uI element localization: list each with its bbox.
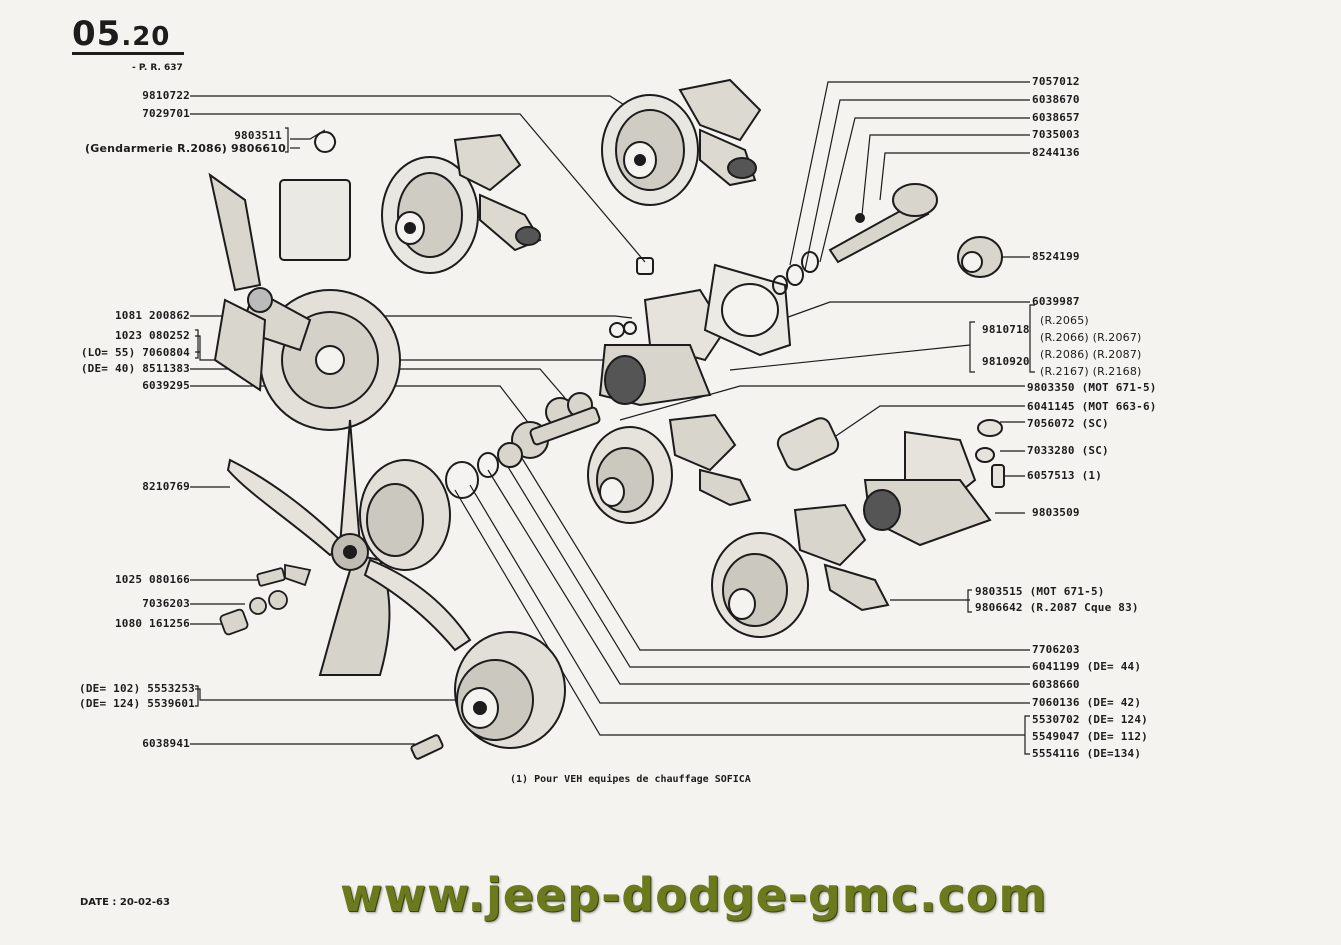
callout-5554116: 5554116 (DE=134)	[1032, 747, 1142, 760]
section-code: 05.20	[72, 14, 170, 54]
leader-line	[195, 329, 199, 359]
section-code-major: 05	[72, 14, 122, 54]
callout-7033280: 7033280 (SC)	[1027, 444, 1109, 457]
document-date: DATE : 20-02-63	[80, 897, 170, 908]
callout-5549047: 5549047 (DE= 112)	[1032, 730, 1148, 743]
callout-7060804: (LO= 55) 7060804	[80, 346, 190, 359]
callout-r2086-r2087: (R.2086) (R.2087)	[1040, 348, 1142, 361]
leader-line	[1024, 715, 1030, 755]
callout-5530702: 5530702 (DE= 124)	[1032, 713, 1148, 726]
leader-line	[861, 134, 1030, 216]
callout-5539601: (DE= 124) 5539601	[79, 697, 195, 710]
leader-line	[969, 321, 975, 373]
callout-9810722: 9810722	[142, 89, 190, 102]
fan-pulley	[359, 459, 451, 571]
fan-and-engine-block	[208, 172, 401, 431]
leader-line	[519, 454, 1030, 651]
callout-9810718: 9810718	[982, 323, 1030, 336]
callout-9803511: 9803511	[234, 129, 282, 142]
leader-line	[1029, 304, 1035, 373]
water-pump-assembly-top	[601, 78, 762, 206]
section-code-minor: .20	[121, 22, 171, 52]
callout-6038660: 6038660	[1032, 678, 1080, 691]
callout-9810920: 9810920	[982, 355, 1030, 368]
shaft-bearing-group	[445, 392, 601, 499]
fan-blade-assembly	[226, 419, 472, 676]
leader-line	[619, 385, 1025, 421]
leader-line	[819, 117, 1030, 263]
leader-line	[487, 469, 1030, 685]
callout-r2065: (R.2065)	[1040, 314, 1089, 327]
section-code-rule	[72, 52, 184, 55]
callout-6038670: 6038670	[1032, 93, 1080, 106]
website-watermark: www.jeep-dodge-gmc.com	[340, 868, 1048, 922]
small-hardware	[219, 563, 312, 636]
callout-7060136: 7060136 (DE= 42)	[1032, 696, 1142, 709]
callout-8210769: 8210769	[142, 480, 190, 493]
leader-line	[504, 461, 1030, 668]
callout-9806610: (Gendarmerie R.2086) 9806610	[85, 142, 286, 155]
pump-housing-right	[863, 419, 1005, 547]
callout-8511383: (DE= 40) 8511383	[80, 362, 190, 375]
leader-line	[804, 99, 1030, 271]
callout-8244136: 8244136	[1032, 146, 1080, 159]
water-pump-assembly-upper-left	[381, 133, 542, 274]
leader-line	[879, 152, 1030, 201]
callout-1081-200862: 1081 200862	[114, 309, 190, 322]
leader-line	[779, 301, 1030, 321]
callout-7035003: 7035003	[1032, 128, 1080, 141]
leader-line	[789, 81, 1030, 266]
callout-5553253: (DE= 102) 5553253	[79, 682, 195, 695]
callout-6039987: 6039987	[1032, 295, 1080, 308]
callout-1025-080166: 1025 080166	[114, 573, 190, 586]
leader-line	[454, 489, 1025, 736]
callout-7056072: 7056072 (SC)	[1027, 417, 1109, 430]
callout-6038941: 6038941	[142, 737, 190, 750]
callout-6041199: 6041199 (DE= 44)	[1032, 660, 1142, 673]
leader-line	[469, 484, 1030, 704]
pulley-bolt	[410, 734, 444, 760]
lower-pulley	[454, 631, 566, 749]
reference-number: - P. R. 637	[132, 63, 183, 73]
callout-6039295: 6039295	[142, 379, 190, 392]
callout-7057012: 7057012	[1032, 75, 1080, 88]
callout-r2066-r2067: (R.2066) (R.2067)	[1040, 331, 1142, 344]
leader-line	[829, 405, 1025, 441]
gasket-plate	[703, 263, 792, 357]
small-washers	[314, 131, 654, 338]
leader-line	[285, 127, 289, 153]
leader-line	[967, 589, 972, 613]
leader-line	[729, 344, 971, 371]
callout-r2167-r2168: (R.2167) (R.2168)	[1040, 365, 1142, 378]
sleeve	[776, 417, 840, 471]
impeller	[957, 236, 1003, 278]
pump-housing-center	[598, 288, 727, 407]
callout-1023-080252: 1023 080252	[114, 329, 190, 342]
leader-line	[190, 95, 641, 116]
footnote: (1) Pour VEH equipes de chauffage SOFICA	[510, 774, 751, 785]
water-pump-assembly-lower	[711, 503, 890, 638]
callout-8524199: 8524199	[1032, 250, 1080, 263]
callout-9803350: 9803350 (MOT 671-5)	[1027, 381, 1157, 394]
leader-line	[195, 685, 199, 707]
callout-9806642: 9806642 (R.2087 Cque 83)	[975, 601, 1139, 614]
water-pump-assembly-middle	[587, 413, 752, 524]
callout-6038657: 6038657	[1032, 111, 1080, 124]
callout-7036203: 7036203	[142, 597, 190, 610]
callout-1080-161256: 1080 161256	[114, 617, 190, 630]
callout-9803515: 9803515 (MOT 671-5)	[975, 585, 1105, 598]
callout-6041145: 6041145 (MOT 663-6)	[1027, 400, 1157, 413]
callout-6057513: 6057513 (1)	[1027, 469, 1103, 482]
impeller-shaft	[772, 183, 938, 295]
callout-7029701: 7029701	[142, 107, 190, 120]
callout-7706203: 7706203	[1032, 643, 1080, 656]
leader-line	[190, 113, 646, 263]
callout-9803509: 9803509	[1032, 506, 1080, 519]
leader-line	[195, 688, 460, 701]
